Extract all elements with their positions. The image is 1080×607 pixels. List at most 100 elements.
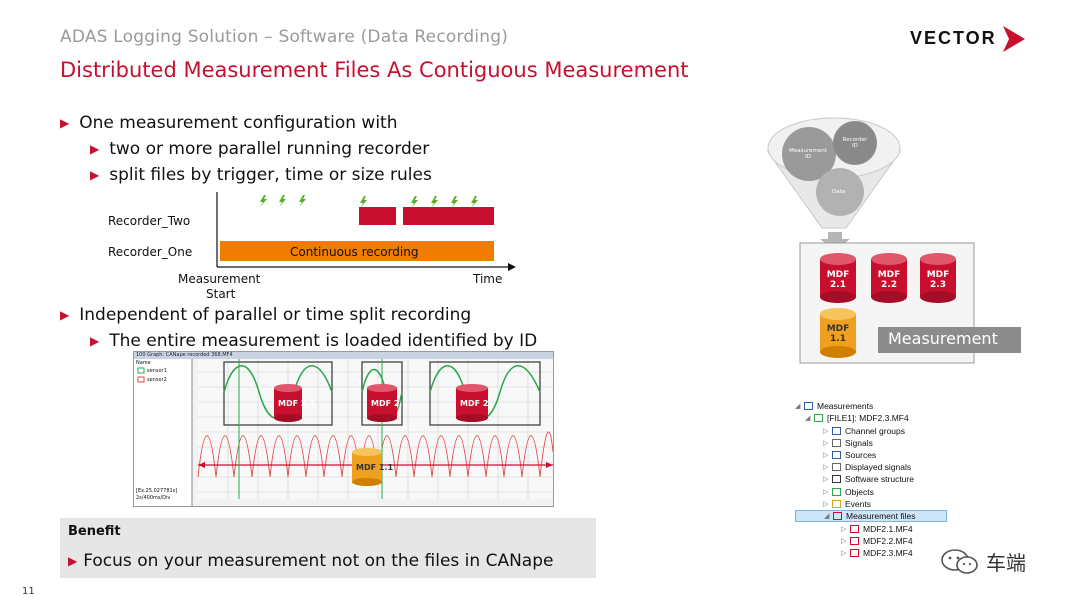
canape-signal-2[interactable]: sensor2 bbox=[147, 377, 167, 383]
tree-item-sources[interactable]: ▷ Sources bbox=[823, 449, 876, 461]
collapse-arrow-icon[interactable]: ◢ bbox=[795, 403, 801, 410]
tree-file-mdf21[interactable]: ▷ MDF2.1.MF4 bbox=[841, 523, 913, 535]
funnel-mdf-1-1-label: MDF bbox=[826, 324, 850, 334]
wechat-watermark: 车端 bbox=[940, 547, 1026, 576]
expand-arrow-icon[interactable]: ▷ bbox=[841, 550, 847, 557]
measurements-icon bbox=[804, 402, 813, 410]
tree-item-signals[interactable]: ▷ Signals bbox=[823, 437, 873, 449]
tree-item-label: Channel groups bbox=[845, 426, 906, 436]
bullet-arrow-icon: ▶ bbox=[60, 308, 70, 322]
tree-file-node[interactable]: ◢ [FILE1]: MDF2.3.MF4 bbox=[805, 412, 909, 424]
logo-text: VECTOR bbox=[910, 28, 997, 48]
funnel-measurement-label: Measurement bbox=[888, 329, 998, 348]
continuous-recording-label: Continuous recording bbox=[290, 245, 419, 259]
benefit-box: Benefit ▶ Focus on your measurement not … bbox=[60, 518, 596, 578]
wechat-icon bbox=[941, 548, 978, 574]
tree-item-label: Objects bbox=[845, 487, 874, 497]
canape-signal-1[interactable]: sensor1 bbox=[147, 368, 167, 374]
brand-text: 车端 bbox=[986, 551, 1026, 575]
bullet-1-text: One measurement configuration with bbox=[79, 113, 398, 133]
mdf-file-icon bbox=[850, 525, 859, 533]
benefit-bullet: ▶ Focus on your measurement not on the f… bbox=[68, 551, 553, 571]
tree-item-software-structure[interactable]: ▷ Software structure bbox=[823, 473, 914, 485]
measurement-start-label-1: Measurement bbox=[178, 272, 261, 286]
tree-file-name: MDF2.2.MF4 bbox=[863, 536, 913, 546]
expand-arrow-icon[interactable]: ▷ bbox=[823, 452, 829, 459]
expand-arrow-icon[interactable]: ▷ bbox=[823, 489, 829, 496]
tree-item-label: Measurement files bbox=[846, 511, 916, 521]
sources-icon bbox=[832, 451, 841, 459]
bullet-arrow-icon: ▶ bbox=[60, 116, 70, 130]
displayed-signals-icon bbox=[832, 463, 841, 471]
canape-window-title: 100 Graph: CANape recorded 368.MF4 bbox=[136, 352, 233, 358]
canape-mdf-b: MDF 2. bbox=[371, 399, 403, 408]
tree-item-displayed-signals[interactable]: ▷ Displayed signals bbox=[823, 461, 911, 473]
canape-readout-1: [Ex.25.027781s] bbox=[136, 488, 178, 494]
benefit-heading: Benefit bbox=[68, 524, 121, 539]
recorder-one-label: Recorder_One bbox=[108, 245, 193, 259]
recorder-two-label: Recorder_Two bbox=[108, 214, 191, 228]
tree-item-events[interactable]: ▷ Events bbox=[823, 498, 871, 510]
logo-arrow-icon bbox=[1003, 26, 1025, 52]
expand-arrow-icon[interactable]: ▷ bbox=[841, 538, 847, 545]
file-icon bbox=[814, 414, 823, 422]
measurement-start-label-2: Start bbox=[206, 287, 236, 301]
signals-icon bbox=[832, 439, 841, 447]
tree-item-channel-groups[interactable]: ▷ Channel groups bbox=[823, 425, 905, 437]
objects-icon bbox=[832, 488, 841, 496]
bullet-1a: ▶ two or more parallel running recorder bbox=[90, 139, 429, 159]
canape-readout-2: 2s/400ms/Div bbox=[136, 495, 171, 501]
funnel-mdf-2-3-number: 2.3 bbox=[930, 280, 946, 290]
expand-arrow-icon[interactable]: ▷ bbox=[823, 440, 829, 447]
canape-graph-window: 100 Graph: CANape recorded 368.MF4 Name … bbox=[133, 351, 554, 507]
tree-file-mdf23[interactable]: ▷ MDF2.3.MF4 bbox=[841, 547, 913, 559]
collapse-arrow-icon[interactable]: ◢ bbox=[805, 415, 811, 422]
funnel-graphic-svg bbox=[767, 117, 1021, 364]
tree-file-name: MDF2.3.MF4 bbox=[863, 548, 913, 558]
software-structure-icon bbox=[832, 475, 841, 483]
tree-item-label: Displayed signals bbox=[845, 462, 912, 472]
tree-file-label: [FILE1]: MDF2.3.MF4 bbox=[827, 413, 909, 423]
recording-diagram: Recorder_Two Recorder_One Continuous rec… bbox=[100, 190, 520, 305]
slide-subtitle: ADAS Logging Solution – Software (Data R… bbox=[60, 27, 509, 47]
funnel-mdf-2-1-label: MDF bbox=[826, 270, 850, 280]
bullet-2a: ▶ The entire measurement is loaded ident… bbox=[90, 331, 537, 351]
tree-root[interactable]: ◢ Measurements bbox=[795, 400, 873, 412]
tree-item-label: Events bbox=[845, 499, 871, 509]
expand-arrow-icon[interactable]: ▷ bbox=[823, 476, 829, 483]
canape-mdf-c: MDF 2. bbox=[460, 399, 492, 408]
bullet-1: ▶ One measurement configuration with bbox=[60, 113, 398, 133]
canape-mdf-a: MDF 2.1 bbox=[278, 399, 316, 408]
funnel-mdf-2-3-label: MDF bbox=[926, 270, 950, 280]
collapse-arrow-icon[interactable]: ◢ bbox=[824, 513, 830, 520]
page-number: 11 bbox=[22, 586, 35, 597]
slide-title: Distributed Measurement Files As Contigu… bbox=[60, 58, 689, 82]
vector-logo: VECTOR bbox=[910, 26, 1030, 52]
funnel-mdf-2-2-label: MDF bbox=[877, 270, 901, 280]
tree-item-measurement-files[interactable]: ◢ Measurement files bbox=[795, 510, 947, 522]
benefit-text: Focus on your measurement not on the fil… bbox=[83, 551, 554, 571]
channel-groups-icon bbox=[832, 427, 841, 435]
bullet-arrow-icon: ▶ bbox=[90, 334, 100, 348]
expand-arrow-icon[interactable]: ▷ bbox=[823, 501, 829, 508]
tree-item-objects[interactable]: ▷ Objects bbox=[823, 486, 874, 498]
measurement-tree: ◢ Measurements ◢ [FILE1]: MDF2.3.MF4 ▷ C… bbox=[795, 398, 1035, 564]
mdf-file-icon bbox=[850, 537, 859, 545]
mdf-file-icon bbox=[850, 549, 859, 557]
expand-arrow-icon[interactable]: ▷ bbox=[823, 464, 829, 471]
tree-item-label: Signals bbox=[845, 438, 873, 448]
funnel-circle-measurement-id: Measurement ID bbox=[789, 148, 827, 160]
expand-arrow-icon[interactable]: ▷ bbox=[823, 428, 829, 435]
tree-file-mdf22[interactable]: ▷ MDF2.2.MF4 bbox=[841, 535, 913, 547]
tree-item-label: Sources bbox=[845, 450, 877, 460]
bullet-1b-text: split files by trigger, time or size rul… bbox=[109, 165, 432, 185]
recording-diagram-graphic bbox=[216, 192, 516, 271]
funnel-mdf-2-2-number: 2.2 bbox=[881, 280, 897, 290]
expand-arrow-icon[interactable]: ▷ bbox=[841, 526, 847, 533]
bullet-2-text: Independent of parallel or time split re… bbox=[79, 305, 472, 325]
